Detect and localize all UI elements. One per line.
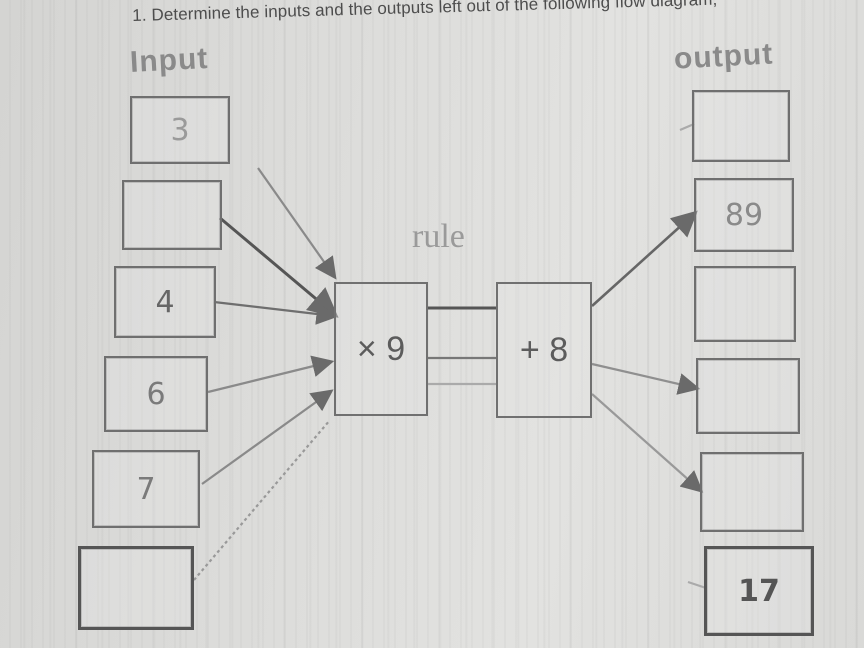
- output-column-label: output: [673, 37, 775, 76]
- output-box-6[interactable]: 17: [704, 546, 814, 636]
- rule-step-multiply: × 9: [334, 282, 428, 416]
- output-box-2[interactable]: 89: [694, 178, 794, 252]
- rule-label: rule: [412, 218, 465, 255]
- input-column-label: Input: [129, 41, 210, 80]
- input-box-6[interactable]: [78, 546, 194, 630]
- input-box-1[interactable]: 3: [130, 96, 230, 164]
- input-box-5[interactable]: 7: [92, 450, 200, 528]
- rule-step-add: + 8: [496, 282, 592, 418]
- output-box-1[interactable]: [692, 90, 790, 162]
- input-box-2[interactable]: [122, 180, 222, 250]
- input-box-4[interactable]: 6: [104, 356, 208, 432]
- output-box-3[interactable]: [694, 266, 796, 342]
- question-text: 1. Determine the inputs and the outputs …: [132, 0, 718, 25]
- input-box-3[interactable]: 4: [114, 266, 216, 338]
- output-box-4[interactable]: [696, 358, 800, 434]
- output-box-5[interactable]: [700, 452, 804, 532]
